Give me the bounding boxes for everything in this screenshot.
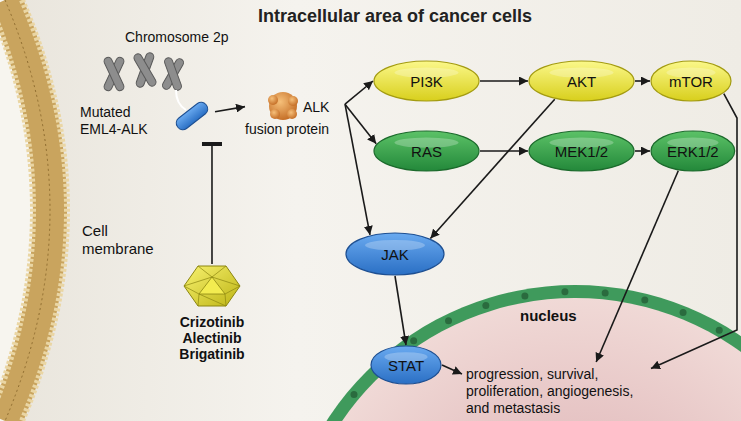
node-text: mTOR — [669, 73, 713, 90]
pathway-ellipse: RAS — [373, 130, 480, 172]
node-text: nucleus — [520, 307, 577, 324]
signal-arrow — [345, 104, 376, 144]
signal-arrow — [215, 107, 245, 112]
outcome-text-box: progression, survival, proliferation, an… — [462, 362, 651, 416]
pathway-ellipse: PI3K — [373, 60, 480, 102]
signal-arrow — [480, 80, 528, 82]
signal-arrow — [395, 276, 406, 345]
signal-arrow — [430, 99, 554, 238]
node-text: progression, survival, proliferation, an… — [466, 366, 647, 416]
pathway-ellipse: MEK1/2 — [528, 130, 635, 172]
signal-arrow — [442, 365, 462, 374]
membrane-tails — [5, 0, 50, 421]
signal-arrow — [345, 81, 373, 104]
drug-polyhedron — [184, 266, 240, 306]
node-text: STAT — [388, 357, 424, 374]
pathway-ellipse: ERK1/2 — [650, 130, 736, 172]
pathway-ellipse: STAT — [370, 345, 442, 385]
nuclear-envelope — [320, 285, 741, 421]
node-text: RAS — [411, 143, 442, 160]
fusion-protein-blob: ALK fusion protein — [245, 92, 345, 141]
membrane-band — [5, 0, 50, 421]
ellipse-outline — [371, 346, 441, 384]
membrane-heads-outer — [0, 0, 33, 421]
nucleoplasm — [320, 298, 741, 421]
inhibitor-drug: CrizotinibAlectinibBrigatinib — [167, 264, 257, 362]
organelle-circle: nucleus progression, survival, proliferat… — [320, 283, 741, 421]
node-text: Crizotinib — [167, 314, 257, 330]
label-box: Chromosome 2p — [125, 29, 229, 46]
signal-arrow — [635, 150, 650, 152]
node-text: Mutated EML4-ALK — [80, 104, 152, 138]
membrane-heads-inner — [22, 0, 67, 421]
nuclear-pores — [320, 288, 741, 421]
node-text: ERK1/2 — [667, 143, 719, 160]
signal-arrow — [345, 104, 370, 235]
ellipse-outline — [374, 131, 479, 171]
node-text: Alectinib — [167, 330, 257, 346]
pathway-ellipse: JAK — [345, 232, 445, 276]
extracellular-area — [0, 0, 50, 421]
gene-segment — [174, 100, 210, 132]
node-text: MEK1/2 — [555, 143, 608, 160]
signal-arrow — [480, 150, 528, 152]
ellipse-outline — [346, 233, 444, 275]
chromosome-label: Chromosome 2p — [125, 29, 229, 46]
chromosome-symbols — [103, 52, 185, 92]
ellipse-outline — [651, 131, 735, 171]
ellipse-outline — [529, 61, 634, 101]
node-text: Brigatinib — [167, 346, 257, 362]
ellipse-outline — [374, 61, 479, 101]
inhibition-line — [211, 144, 213, 264]
protein-blob — [268, 92, 298, 120]
signal-arrow — [635, 80, 650, 82]
node-text: ALK fusion protein — [245, 96, 345, 141]
gene-bar: Mutated EML4-ALK — [78, 98, 215, 144]
node-text: AKT — [567, 73, 596, 90]
node-text: PI3K — [410, 73, 443, 90]
diagram-title: Intracellular area of cancer cells — [258, 6, 532, 27]
signal-arrow — [596, 171, 678, 362]
ellipse-outline — [651, 61, 731, 101]
title-box: Intracellular area of cancer cells — [100, 6, 690, 27]
signal-arrow — [651, 94, 737, 369]
pathway-ellipse: mTOR — [650, 60, 732, 102]
dna-strand — [176, 90, 186, 110]
label-box: Cell membrane — [82, 222, 162, 258]
pathway-ellipse: AKT — [528, 60, 635, 102]
node-text: JAK — [381, 246, 409, 263]
membrane-label: Cell membrane — [82, 222, 162, 258]
ellipse-outline — [529, 131, 634, 171]
